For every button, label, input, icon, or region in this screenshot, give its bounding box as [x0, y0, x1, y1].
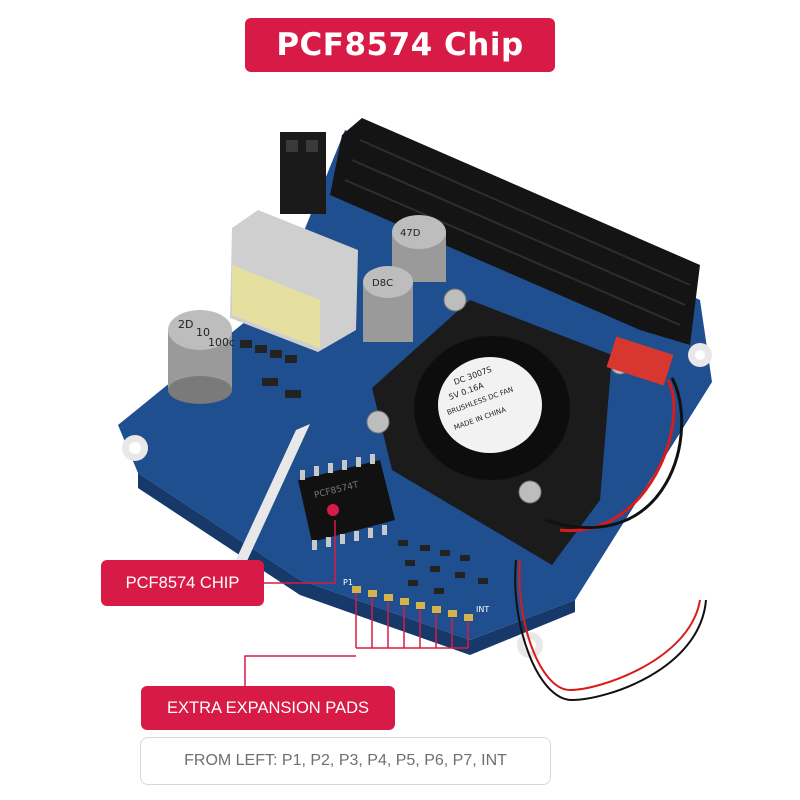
- callout-lines: [244, 520, 469, 686]
- chip-callout: PCF8574 CHIP: [101, 560, 264, 606]
- pad-label-int: INT: [476, 605, 489, 614]
- svg-text:D8C: D8C: [372, 278, 393, 289]
- title-banner: PCF8574 Chip: [245, 18, 555, 72]
- smd-components: [240, 340, 488, 594]
- fan-connector: [606, 336, 674, 386]
- capacitor-left: 2D 10 100c: [168, 310, 235, 404]
- svg-text:100c: 100c: [208, 336, 235, 349]
- title-text: PCF8574 Chip: [276, 27, 524, 63]
- fan-wire-black: [544, 377, 684, 529]
- pad-order-caption: FROM LEFT: P1, P2, P3, P4, P5, P6, P7, I…: [140, 737, 551, 785]
- capacitor-mid-bottom: D8C: [363, 266, 413, 342]
- chip-marker-dot: [327, 504, 339, 516]
- expansion-pads: [352, 586, 473, 621]
- fan-wire-out: [518, 559, 701, 692]
- gpio-header-pins: [344, 139, 691, 326]
- pcf8574-chip: PCF8574T: [298, 454, 395, 550]
- svg-text:10: 10: [196, 326, 210, 339]
- svg-text:2D: 2D: [178, 318, 193, 331]
- svg-text:47D: 47D: [400, 228, 421, 239]
- pads-callout: EXTRA EXPANSION PADS: [141, 686, 395, 730]
- pad-label-p1: P1: [343, 578, 353, 587]
- cooling-fan: DC 3007S 5V 0.16A BRUSHLESS DC FAN MADE …: [372, 300, 612, 565]
- board-slot: [222, 424, 310, 590]
